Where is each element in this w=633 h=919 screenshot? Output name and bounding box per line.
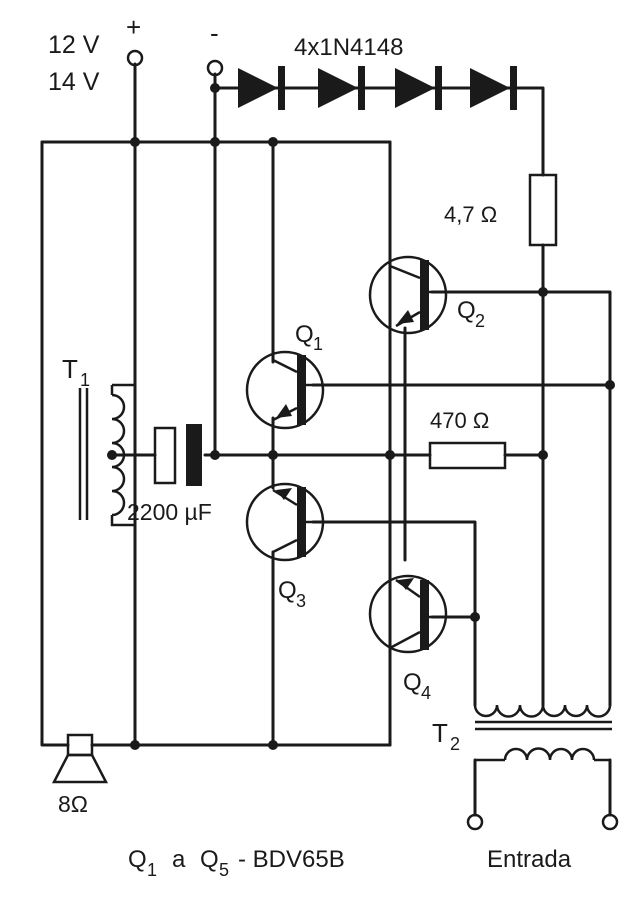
t2-sub: 2 (450, 734, 460, 754)
input-label: Entrada (487, 846, 572, 873)
speaker-label: 8Ω (58, 791, 88, 817)
caption-q-from: Q (128, 846, 147, 873)
diode-1 (238, 66, 285, 110)
diode-3 (395, 66, 442, 110)
caption-q-from-sub: 1 (147, 860, 157, 880)
transistor-q2: Q 2 (368, 255, 485, 335)
supply-voltage-12: 12 V (48, 31, 100, 59)
footer-caption: Q 1 a Q 5 - BDV65B Entrada (128, 846, 572, 880)
q4-sub: 4 (421, 683, 431, 703)
q4-letter: Q (403, 669, 422, 696)
t1-letter: T (62, 354, 78, 384)
q3-sub: 3 (296, 591, 306, 611)
junction-dots (107, 83, 615, 750)
diode-2 (318, 66, 365, 110)
transformer-t1: T 1 (62, 354, 135, 527)
transformer-t2: T 2 (432, 704, 612, 762)
caption-q-to: Q (200, 846, 219, 873)
q2-sub: 2 (475, 311, 485, 331)
supply-terminals: 12 V 14 V + - (48, 12, 224, 96)
q1-letter: Q (295, 321, 314, 348)
plus-sign: + (126, 12, 141, 42)
input-terminals (466, 813, 619, 831)
resistor-4-7-label: 4,7 Ω (444, 202, 497, 227)
wiring (40, 62, 612, 817)
q1-sub: 1 (313, 334, 323, 354)
t2-letter: T (432, 718, 448, 748)
caption-a: a (172, 846, 186, 873)
capacitor-label: 2200 µF (127, 499, 212, 525)
diode-label: 4x1N4148 (294, 34, 403, 61)
capacitor-2200uf: 2200 µF (127, 424, 212, 525)
speaker-icon: 8Ω (51, 733, 109, 817)
q3-letter: Q (278, 577, 297, 604)
resistor-470-ohm: 470 Ω (428, 408, 507, 470)
transistor-q4: Q 4 (368, 574, 448, 703)
t1-sub: 1 (80, 370, 90, 390)
diode-chain: 4x1N4148 (238, 34, 517, 110)
minus-sign: - (210, 18, 219, 48)
diode-4 (470, 66, 517, 110)
caption-part: - BDV65B (238, 846, 345, 873)
transistor-q1: Q 1 (245, 321, 325, 430)
resistor-4-7-ohm: 4,7 Ω (444, 173, 558, 247)
q2-letter: Q (457, 297, 476, 324)
transistor-q3: Q 3 (245, 482, 325, 611)
supply-voltage-14: 14 V (48, 68, 100, 96)
caption-q-to-sub: 5 (219, 860, 229, 880)
resistor-470-label: 470 Ω (430, 408, 489, 433)
